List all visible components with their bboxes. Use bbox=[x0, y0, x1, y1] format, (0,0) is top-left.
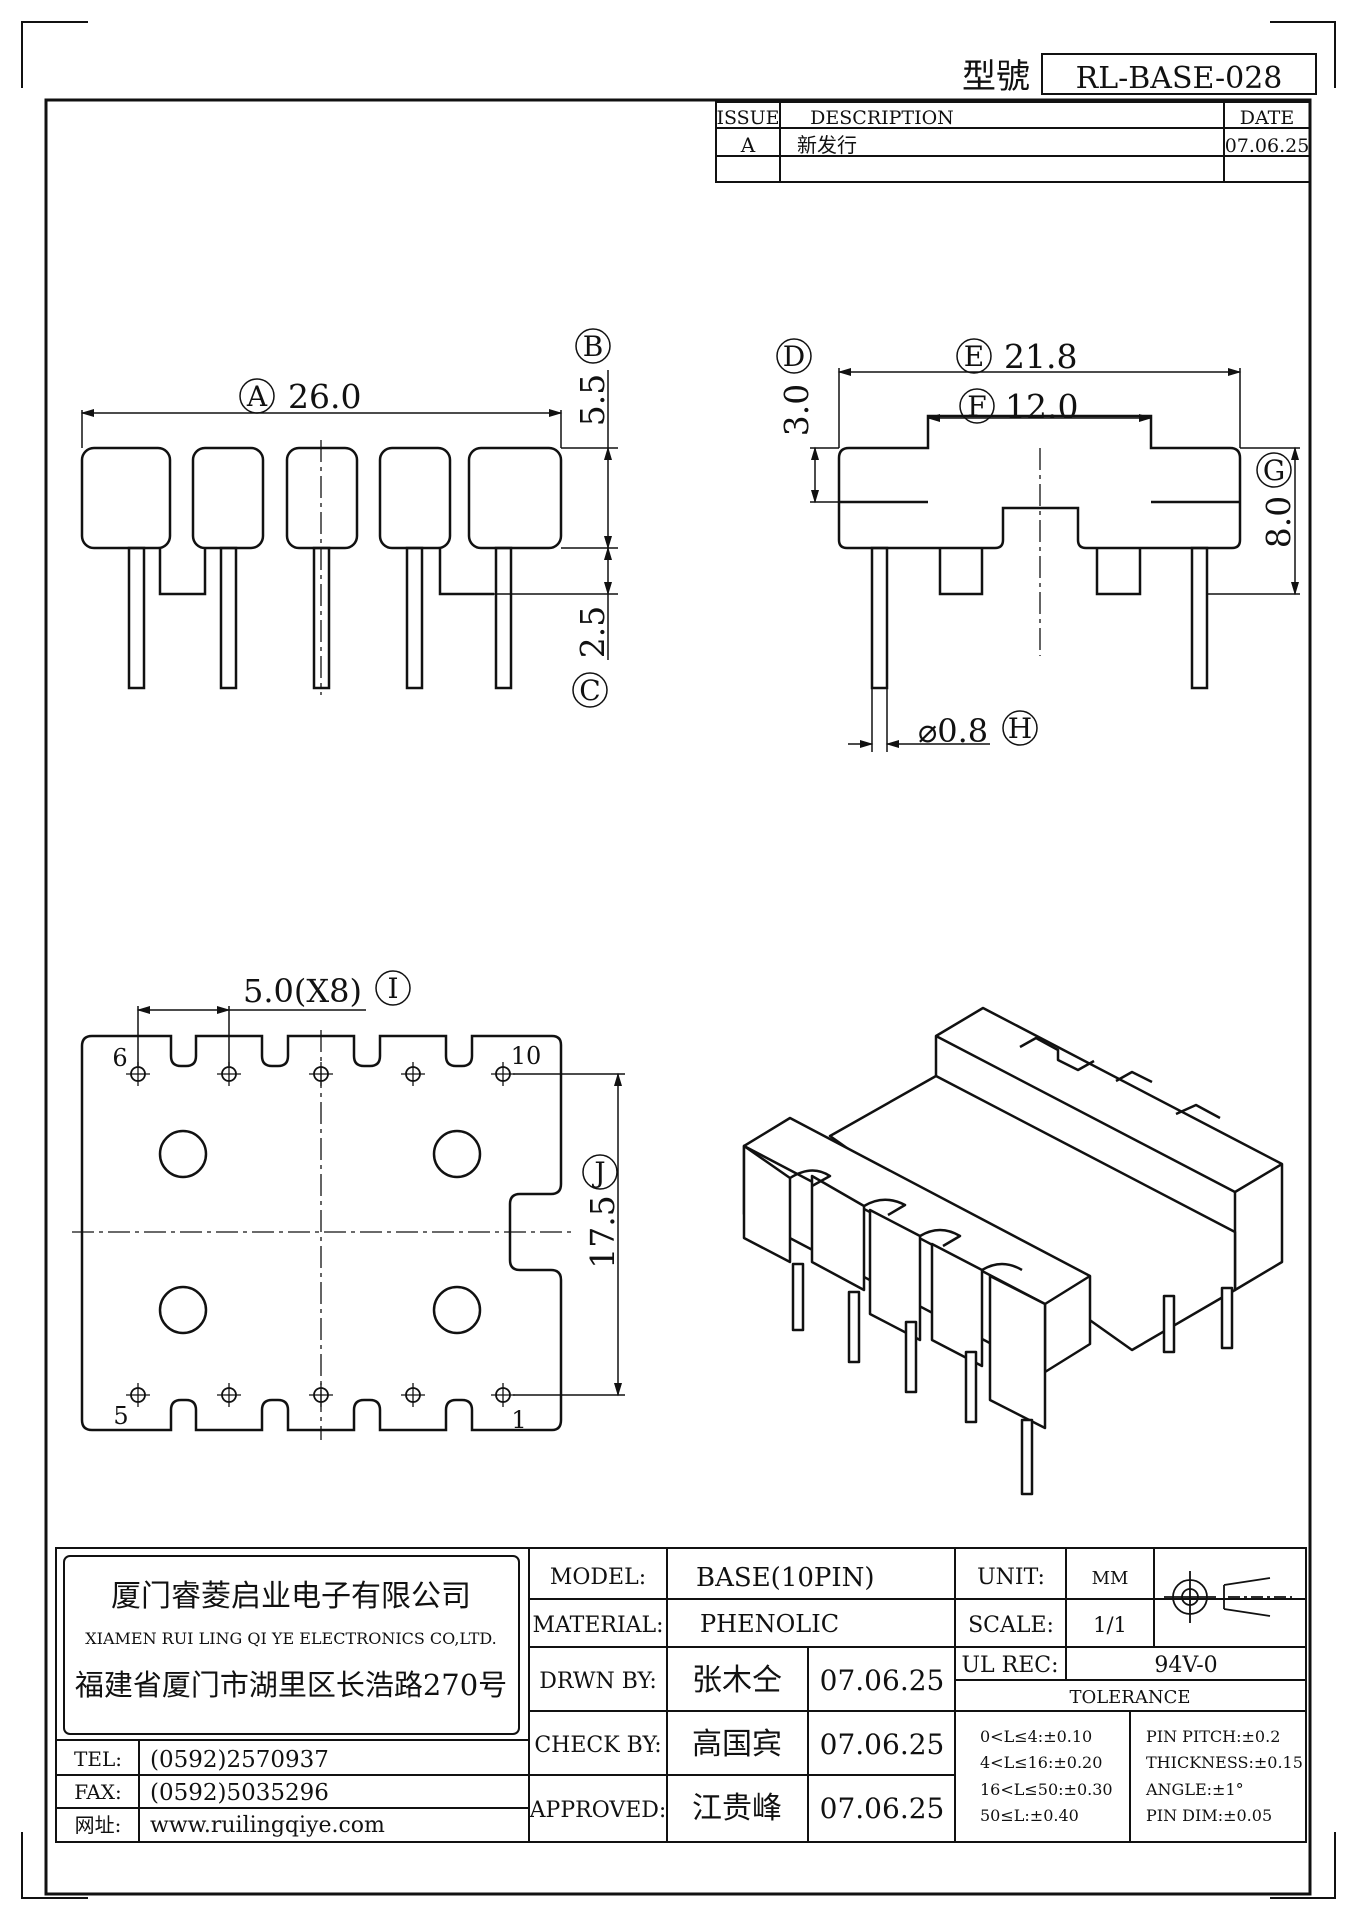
revision-description-header: DESCRIPTION bbox=[810, 107, 954, 129]
tel-value: (0592)2570937 bbox=[150, 1747, 329, 1773]
label-h-circle bbox=[1002, 710, 1038, 746]
tolerance-angle: ANGLE:±1° bbox=[1145, 1780, 1244, 1799]
label-b: B bbox=[583, 330, 604, 363]
revision-table bbox=[715, 101, 1311, 183]
scale-label: SCALE: bbox=[968, 1613, 1054, 1638]
dim-c-value: 2.5 bbox=[573, 606, 612, 658]
ul-rec-value: 94V-0 bbox=[1154, 1653, 1217, 1678]
isometric-view bbox=[742, 1006, 1284, 1496]
label-g-circle bbox=[1256, 452, 1292, 488]
model-field-label: MODEL: bbox=[550, 1565, 646, 1590]
dim-e-value: 21.8 bbox=[1004, 337, 1077, 376]
company-name-en: XIAMEN RUI LING QI YE ELECTRONICS CO,LTD… bbox=[85, 1629, 497, 1648]
dim-a-value: 26.0 bbox=[288, 377, 361, 416]
tolerance-thickness: THICKNESS:±0.15 bbox=[1146, 1753, 1303, 1772]
revision-date-header: DATE bbox=[1240, 107, 1294, 129]
model-label: 型號 bbox=[962, 57, 1030, 97]
title-block bbox=[55, 1547, 1307, 1843]
company-address: 福建省厦门市湖里区长浩路270号 bbox=[75, 1668, 507, 1702]
material-field-value: PHENOLIC bbox=[700, 1610, 839, 1638]
pin-number-1: 1 bbox=[511, 1406, 526, 1434]
tolerance-range-1: 0<L≤4:±0.10 bbox=[980, 1727, 1092, 1746]
fax-label: FAX: bbox=[74, 1780, 122, 1804]
check-by-name: 高国宾 bbox=[692, 1727, 782, 1762]
drawing-border bbox=[44, 98, 1312, 1896]
unit-value: MM bbox=[1092, 1568, 1129, 1589]
projection-symbol-icon bbox=[1164, 1571, 1292, 1623]
tolerance-title: TOLERANCE bbox=[1069, 1687, 1190, 1708]
label-i-circle bbox=[375, 970, 411, 1006]
pin-number-5: 5 bbox=[113, 1402, 128, 1430]
fax-value: (0592)5035296 bbox=[150, 1780, 329, 1806]
revision-date-value: 07.06.25 bbox=[1225, 135, 1310, 157]
check-by-label: CHECK BY: bbox=[534, 1733, 661, 1758]
front-view bbox=[80, 446, 563, 690]
model-field-value: BASE(10PIN) bbox=[696, 1563, 875, 1593]
label-a: A bbox=[246, 380, 268, 413]
scale-value: 1/1 bbox=[1093, 1613, 1127, 1637]
label-b-circle bbox=[575, 328, 611, 364]
label-i: I bbox=[387, 972, 398, 1005]
drawn-by-name: 张木仝 bbox=[692, 1663, 782, 1698]
web-value: www.ruilingqiye.com bbox=[150, 1813, 385, 1838]
drawn-by-label: DRWN BY: bbox=[539, 1669, 657, 1694]
dim-d-value: 3.0 bbox=[777, 384, 816, 436]
bottom-view-centerlines bbox=[72, 1030, 575, 1440]
approved-by-name: 江贵峰 bbox=[692, 1791, 782, 1826]
tolerance-range-2: 4<L≤16:±0.20 bbox=[980, 1753, 1102, 1772]
model-number-header: 型號 RL-BASE-028 bbox=[962, 53, 1317, 97]
corner-marks bbox=[21, 21, 1336, 1899]
front-view-dimensions bbox=[80, 370, 618, 660]
dim-h-value: ⌀0.8 bbox=[918, 712, 988, 750]
company-name-cn: 厦门睿菱启业电子有限公司 bbox=[111, 1579, 471, 1614]
drawn-by-date: 07.06.25 bbox=[820, 1664, 945, 1697]
check-by-date: 07.06.25 bbox=[820, 1728, 945, 1761]
label-c: C bbox=[579, 674, 600, 707]
revision-issue-header: ISSUE bbox=[716, 107, 779, 129]
dim-i-value: 5.0(X8) bbox=[243, 972, 362, 1010]
tolerance-pin-dim: PIN DIM:±0.05 bbox=[1146, 1806, 1272, 1825]
tolerance-range-4: 50≤L:±0.40 bbox=[980, 1806, 1079, 1825]
pin-number-6: 6 bbox=[112, 1044, 127, 1072]
label-d-circle bbox=[776, 338, 812, 374]
material-field-label: MATERIAL: bbox=[532, 1613, 663, 1638]
tolerance-pin-pitch: PIN PITCH:±0.2 bbox=[1146, 1727, 1280, 1746]
web-label: 网址: bbox=[75, 1813, 122, 1837]
pin-number-10: 10 bbox=[511, 1042, 542, 1070]
label-e: E bbox=[964, 340, 984, 373]
bottom-view-dimensions bbox=[136, 1005, 625, 1397]
tel-label: TEL: bbox=[74, 1747, 122, 1771]
label-j-circle bbox=[582, 1154, 618, 1190]
label-c-circle bbox=[572, 672, 608, 708]
dim-f-value: 12.0 bbox=[1005, 387, 1078, 426]
approved-by-date: 07.06.25 bbox=[820, 1792, 945, 1825]
label-h: H bbox=[1008, 712, 1032, 745]
label-j: J bbox=[591, 1156, 605, 1189]
approved-by-label: APPROVED: bbox=[529, 1798, 667, 1823]
label-e-circle bbox=[956, 338, 992, 374]
ul-rec-label: UL REC: bbox=[961, 1653, 1058, 1678]
label-d: D bbox=[783, 340, 805, 373]
revision-issue-value: A bbox=[740, 133, 756, 157]
label-g: G bbox=[1263, 454, 1285, 487]
tolerance-range-3: 16<L≤50:±0.30 bbox=[980, 1780, 1113, 1799]
dim-j-value: 17.5 bbox=[583, 1195, 622, 1268]
revision-description-value: 新发行 bbox=[797, 133, 857, 157]
unit-label: UNIT: bbox=[977, 1565, 1045, 1590]
dim-b-value: 5.5 bbox=[573, 374, 612, 426]
model-number: RL-BASE-028 bbox=[1076, 61, 1283, 96]
label-f: F bbox=[967, 390, 986, 423]
dim-g-value: 8.0 bbox=[1259, 496, 1298, 548]
label-f-circle bbox=[959, 388, 995, 424]
label-a-circle bbox=[239, 378, 275, 414]
